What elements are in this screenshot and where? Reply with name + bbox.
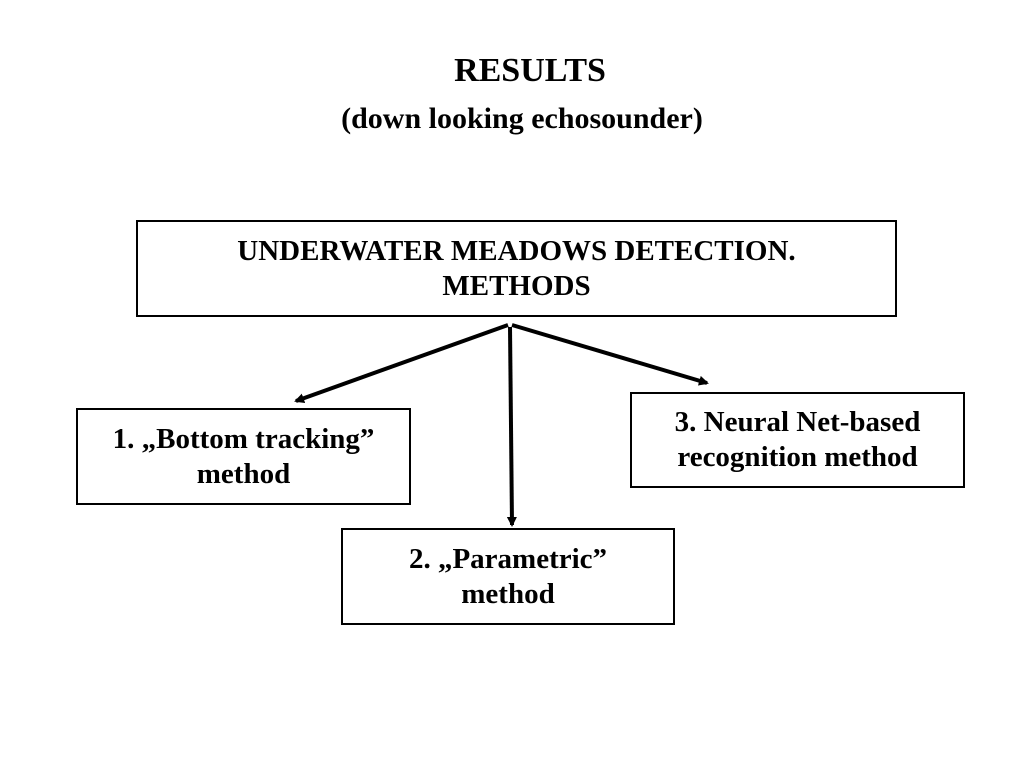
slide-subtitle: (down looking echosounder) (341, 102, 703, 135)
root-node-box: UNDERWATER MEADOWS DETECTION. METHODS (136, 220, 897, 317)
method-2-line-2: method (461, 577, 555, 610)
method-3-box: 3. Neural Net-based recognition method (630, 392, 965, 488)
root-node-line-2: METHODS (442, 269, 591, 302)
arrow-to-method-3 (511, 323, 709, 386)
method-2-box: 2. „Parametric” method (341, 528, 675, 625)
root-node-line-1: UNDERWATER MEADOWS DETECTION. (237, 234, 796, 267)
method-1-line-2: method (196, 457, 291, 490)
arrow-to-method-2 (506, 326, 517, 527)
method-3-line-1: 3. Neural Net-based (674, 406, 921, 439)
slide-title: RESULTS (454, 52, 606, 89)
method-2-line-1: 2. „Parametric” (408, 542, 608, 575)
arrow-to-method-1 (294, 323, 509, 404)
method-3-line-2: recognition method (677, 441, 918, 473)
method-1-line-1: 1. „Bottom tracking” (112, 422, 375, 455)
method-1-box: 1. „Bottom tracking” method (76, 408, 411, 505)
